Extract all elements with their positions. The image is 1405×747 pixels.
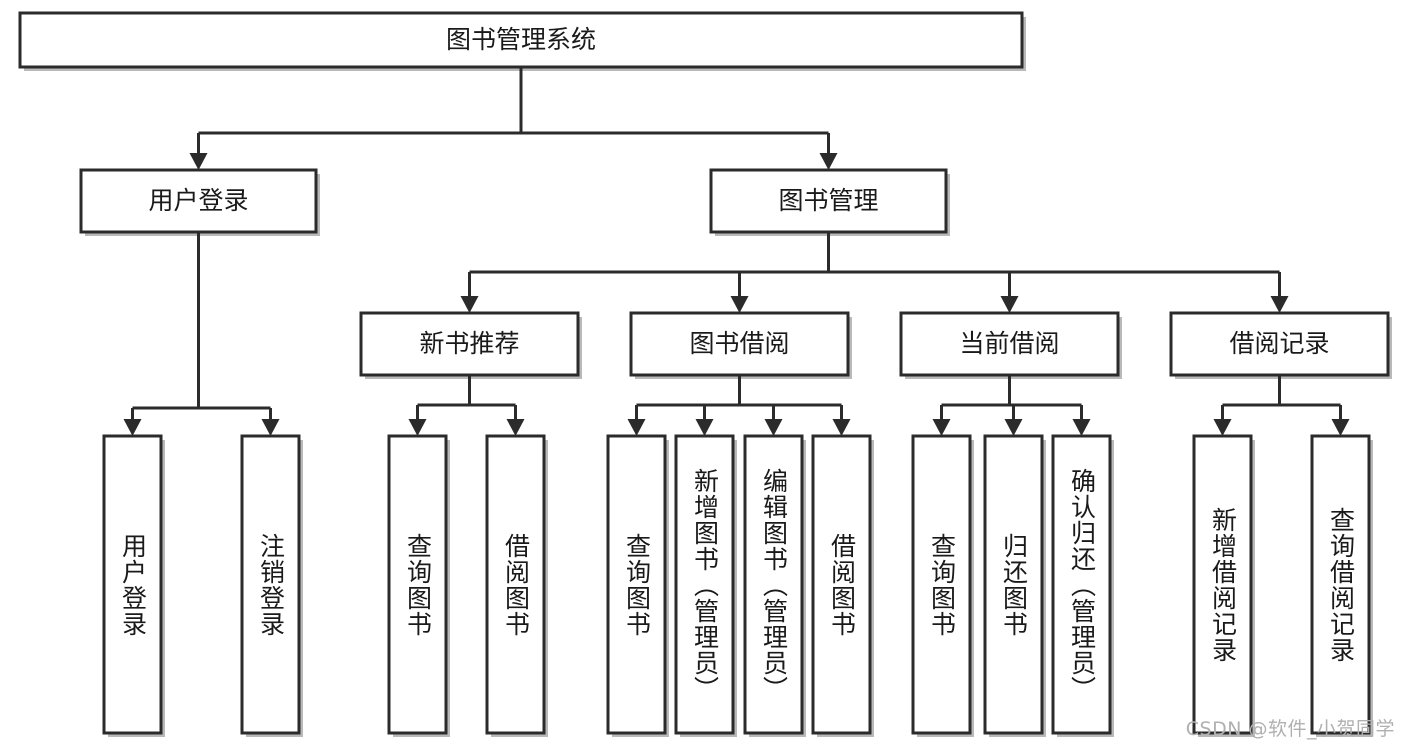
node-label-book-borrow: 图书借阅 bbox=[689, 329, 789, 358]
arrow-head bbox=[460, 296, 479, 313]
node-label-borrow-record: 借阅记录 bbox=[1229, 329, 1329, 358]
node-label-root: 图书管理系统 bbox=[446, 25, 596, 54]
arrow-head bbox=[261, 419, 280, 436]
node-box-leaf-query-book-2[interactable] bbox=[606, 434, 667, 735]
node-box-leaf-user-logout[interactable] bbox=[240, 434, 301, 735]
arrow-head bbox=[819, 153, 838, 170]
node-box-leaf-query-record[interactable] bbox=[1310, 434, 1371, 735]
node-box-leaf-edit-book[interactable] bbox=[743, 434, 804, 735]
arrow-head bbox=[730, 296, 749, 313]
arrow-head bbox=[695, 419, 714, 436]
arrow-head bbox=[506, 419, 525, 436]
node-box-leaf-query-book-1[interactable] bbox=[387, 434, 448, 735]
node-box-leaf-borrow-book-1[interactable] bbox=[485, 434, 546, 735]
arrow-head bbox=[1004, 419, 1023, 436]
connector-layer bbox=[123, 67, 1350, 436]
node-label-book-manage: 图书管理 bbox=[778, 186, 878, 215]
node-label-user-login: 用户登录 bbox=[148, 186, 248, 215]
node-box-book-borrow[interactable] bbox=[629, 311, 850, 377]
node-box-leaf-borrow-book-2[interactable] bbox=[811, 434, 872, 735]
node-box-leaf-add-record[interactable] bbox=[1192, 434, 1253, 735]
node-box-leaf-query-book-3[interactable] bbox=[911, 434, 972, 735]
arrow-head bbox=[627, 419, 646, 436]
node-box-current-borrow[interactable] bbox=[899, 311, 1120, 377]
arrow-head bbox=[1000, 296, 1019, 313]
node-label-current-borrow: 当前借阅 bbox=[959, 329, 1059, 358]
arrow-head bbox=[1270, 296, 1289, 313]
node-box-book-manage[interactable] bbox=[709, 168, 948, 234]
node-label-new-book-rec: 新书推荐 bbox=[419, 329, 519, 358]
arrow-head bbox=[932, 419, 951, 436]
watermark-text: CSDN @软件_小贺同学 bbox=[1185, 718, 1395, 740]
box-layer bbox=[18, 11, 1390, 735]
node-box-leaf-user-login[interactable] bbox=[102, 434, 163, 735]
arrow-head bbox=[832, 419, 851, 436]
arrow-head bbox=[1072, 419, 1091, 436]
arrow-head bbox=[189, 153, 208, 170]
arrow-head bbox=[1213, 419, 1232, 436]
node-box-borrow-record[interactable] bbox=[1169, 311, 1390, 377]
arrow-head bbox=[123, 419, 142, 436]
arrow-head bbox=[764, 419, 783, 436]
node-box-leaf-add-book[interactable] bbox=[674, 434, 735, 735]
node-box-leaf-confirm-return[interactable] bbox=[1051, 434, 1112, 735]
node-box-user-login[interactable] bbox=[79, 168, 318, 234]
node-box-root[interactable] bbox=[18, 11, 1024, 69]
arrow-head bbox=[408, 419, 427, 436]
node-box-new-book-rec[interactable] bbox=[359, 311, 580, 377]
node-box-leaf-return-book[interactable] bbox=[983, 434, 1044, 735]
arrow-head bbox=[1331, 419, 1350, 436]
